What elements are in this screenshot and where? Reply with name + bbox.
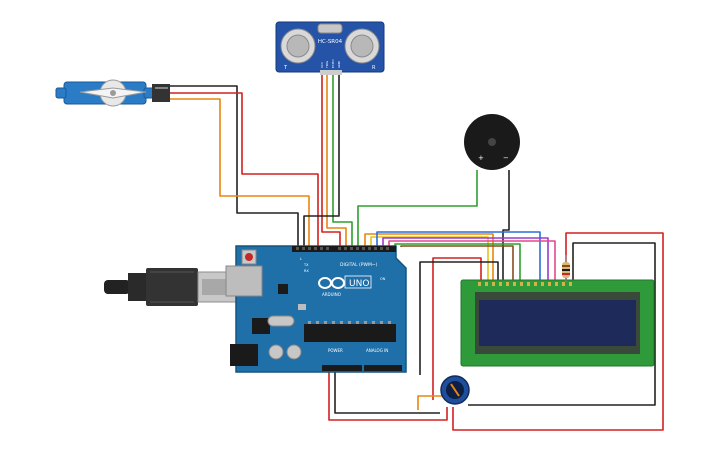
sensor-pin-echo: ECHO (331, 59, 335, 68)
wire-lcd-5 (388, 240, 556, 282)
arduino-logo-icon (318, 277, 345, 289)
wire-sensor-vcc (321, 75, 341, 247)
buzzer-icon[interactable]: + − (464, 114, 520, 170)
arduino-tx-label: TX (303, 263, 309, 267)
wire-servo-black (170, 85, 299, 247)
wire-sensor-echo (332, 75, 353, 247)
arduino-analog-label: ANALOG IN (366, 348, 388, 353)
wire-lcd-7 (400, 245, 514, 282)
sensor-label: HC-SR04 (318, 39, 343, 45)
wire-servo-orange (170, 98, 310, 247)
servo-motor-icon[interactable] (55, 79, 170, 107)
wire-buzzer-minus (502, 170, 510, 282)
wire-power-gnd (334, 371, 440, 414)
wire-sensor-gnd (303, 75, 340, 247)
sensor-pin-vcc: VCC (320, 62, 324, 68)
wire-lcd-red-outer (452, 232, 664, 431)
arduino-logo-text: ARDUINO (322, 292, 341, 297)
wire-lcd-6 (394, 243, 521, 282)
arduino-power-label: POWER (328, 348, 343, 353)
arduino-l-label: L (300, 257, 302, 261)
buzzer-plus-label: + (478, 154, 484, 162)
resistor-icon[interactable] (562, 255, 570, 282)
arduino-on-label: ON (380, 277, 386, 281)
potentiometer-icon[interactable] (440, 375, 470, 405)
wire-lcd-black-2 (419, 261, 499, 375)
wire-power-5v (328, 371, 448, 421)
wire-lcd-black-outer (468, 242, 656, 406)
sensor-corner-right: R (372, 65, 376, 71)
arduino-model: UNO (349, 279, 369, 289)
wire-lcd-1 (364, 233, 494, 282)
lcd-pin-header (478, 282, 572, 286)
sensor-pin-trig: TRIG (325, 60, 329, 69)
wire-lcd-4 (382, 237, 549, 282)
arduino-digital-label: DIGITAL (PWM~) (340, 262, 378, 268)
arduino-rx-label: RX (304, 269, 309, 273)
wire-lcd-3 (376, 231, 541, 282)
wire-lcd-red-2 (432, 257, 482, 400)
wire-servo-red (170, 92, 319, 247)
wire-buzzer-plus (357, 170, 478, 247)
buzzer-minus-label: − (503, 154, 509, 162)
lcd-16x2-display[interactable] (460, 279, 655, 367)
wires (170, 75, 664, 431)
usb-plug-icon (104, 268, 239, 306)
arduino-uno-board[interactable]: DIGITAL (PWM~) TX RX L ARDUINO UNO ON (225, 245, 407, 373)
wire-lcd-2 (370, 236, 489, 282)
ultrasonic-sensor[interactable]: HC-SR04 T R VCC TRIG ECHO GND (275, 21, 385, 75)
sensor-corner-left: T (283, 65, 288, 71)
wire-sensor-trig (326, 75, 347, 247)
sensor-pin-gnd: GND (337, 60, 341, 68)
